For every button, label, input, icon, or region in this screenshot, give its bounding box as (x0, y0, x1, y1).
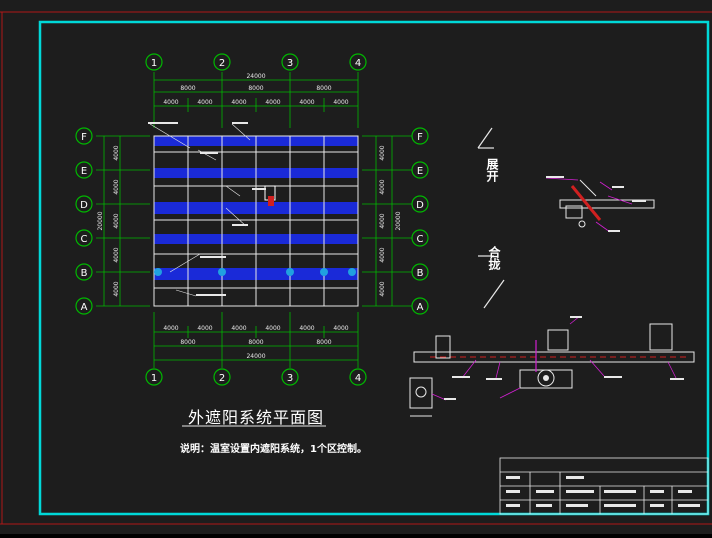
label-fold: 合拢 (487, 246, 501, 270)
dim-bottom-sub-4: 4000 (265, 325, 280, 332)
dim-bottom-sub-6: 4000 (333, 325, 348, 332)
title-block-marks (506, 476, 700, 507)
dim-top-bay-1: 8000 (180, 85, 195, 92)
axis-col-top-1: 1 (151, 58, 157, 69)
axis-col-top-3: 3 (287, 58, 293, 69)
dim-bottom-bay-3: 8000 (316, 339, 331, 346)
dim-top-total: 24000 (246, 73, 265, 80)
top-dimensions (153, 72, 359, 128)
axis-row-left-f: F (81, 132, 87, 143)
dim-left-row-2: 4000 (113, 179, 120, 194)
detail-bracket (409, 377, 456, 417)
label-unfold: 展开 (485, 158, 499, 182)
dim-right-total: 20000 (395, 211, 402, 230)
axis-col-bottom-3: 3 (287, 373, 293, 384)
axis-row-right-e: E (417, 166, 423, 177)
plan-annotations (148, 122, 266, 296)
axis-row-right-f: F (417, 132, 423, 143)
left-dim-text: 4000 4000 4000 4000 4000 20000 (97, 145, 120, 296)
axis-circles (75, 53, 429, 386)
leaders-plan (149, 123, 251, 297)
dim-bottom-bay-2: 8000 (248, 339, 263, 346)
unfold-fold-markers (477, 127, 505, 309)
detail-section-long (413, 315, 695, 399)
bottom-dimensions (153, 312, 359, 368)
dim-right-row-3: 4000 (379, 213, 386, 228)
dim-bottom-sub-5: 4000 (299, 325, 314, 332)
dim-bottom-total: 24000 (246, 353, 265, 360)
dim-top-sub-2: 4000 (197, 99, 212, 106)
dim-top-bay-2: 8000 (248, 85, 263, 92)
title-block (499, 457, 709, 515)
structure-grid (153, 135, 359, 307)
drawing-frame (38, 20, 710, 516)
axis-row-left-c: C (81, 234, 88, 245)
right-dimensions (362, 135, 412, 307)
dim-left-row-1: 4000 (113, 145, 120, 160)
axis-row-right-a: A (417, 302, 424, 313)
axis-row-right-b: B (417, 268, 424, 279)
dim-left-row-4: 4000 (113, 247, 120, 262)
dim-left-row-3: 4000 (113, 213, 120, 228)
dim-bottom-sub-1: 4000 (163, 325, 178, 332)
axis-row-right-d: D (416, 200, 424, 211)
axis-labels: 1 2 3 4 1 2 3 4 F E D C B A F E D C B A (80, 58, 424, 384)
dim-bottom-sub-3: 4000 (231, 325, 246, 332)
dim-right-row-4: 4000 (379, 247, 386, 262)
axis-col-bottom-2: 2 (219, 373, 225, 384)
axis-col-top-2: 2 (219, 58, 225, 69)
left-dimensions (96, 135, 150, 307)
axis-col-bottom-4: 4 (355, 373, 361, 384)
dim-top-sub-5: 4000 (299, 99, 314, 106)
axis-col-top-4: 4 (355, 58, 361, 69)
axis-row-right-c: C (417, 234, 424, 245)
top-dim-text: 24000 8000 8000 8000 4000 4000 4000 4000… (163, 73, 348, 106)
dim-top-sub-6: 4000 (333, 99, 348, 106)
dim-right-row-1: 4000 (379, 145, 386, 160)
dim-top-sub-3: 4000 (231, 99, 246, 106)
axis-row-left-a: A (81, 302, 88, 313)
dim-bottom-sub-2: 4000 (197, 325, 212, 332)
dim-right-row-2: 4000 (379, 179, 386, 194)
dim-right-row-5: 4000 (379, 281, 386, 296)
dim-bottom-bay-1: 8000 (180, 339, 195, 346)
axis-row-left-e: E (81, 166, 87, 177)
bottom-dim-text: 4000 4000 4000 4000 4000 4000 8000 8000 … (163, 325, 348, 360)
axis-row-left-b: B (81, 268, 88, 279)
motor-markers (154, 185, 356, 276)
dim-top-bay-3: 8000 (316, 85, 331, 92)
drawing-note: 说明：温室设置内遮阳系统，1个区控制。 (180, 444, 367, 455)
dim-top-sub-1: 4000 (163, 99, 178, 106)
dim-top-sub-4: 4000 (265, 99, 280, 106)
right-dim-text: 4000 4000 4000 4000 4000 20000 (379, 145, 402, 296)
dim-left-total: 20000 (97, 211, 104, 230)
detail-section-top (545, 176, 655, 233)
axis-row-left-d: D (80, 200, 88, 211)
drawing-title: 外遮阳系统平面图 (188, 408, 325, 427)
axis-col-bottom-1: 1 (151, 373, 157, 384)
dim-left-row-5: 4000 (113, 281, 120, 296)
